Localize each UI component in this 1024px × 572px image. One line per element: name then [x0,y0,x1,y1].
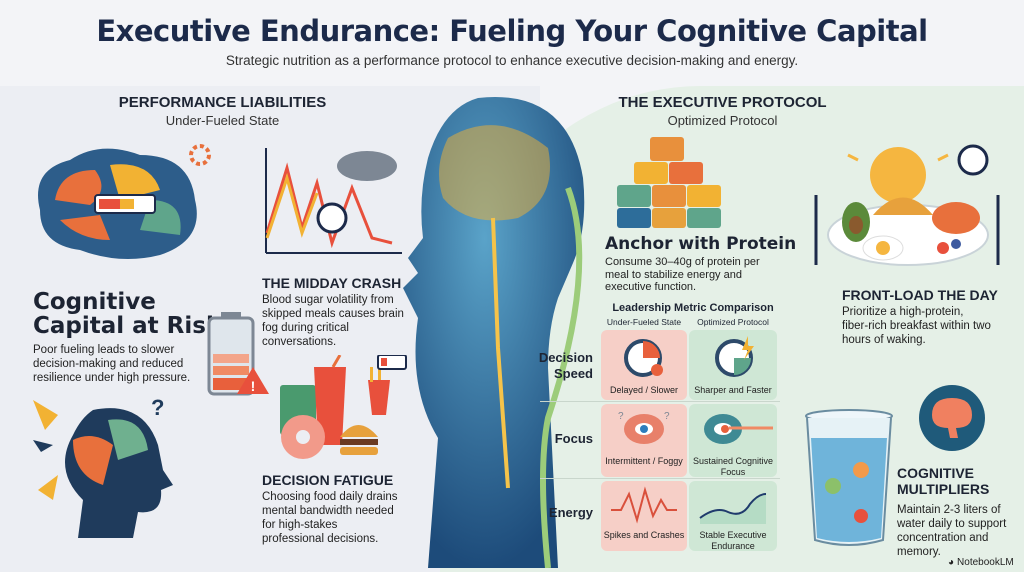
decision-fatigue-title: DECISION FATIGUE [262,472,394,488]
low-battery-warning-icon: ! [207,312,269,396]
comparison-col-under: Under-Fueled State [606,317,682,327]
risk-title-line2: Capital at Risk [33,313,222,339]
brand-label: NotebookLM [957,557,1014,568]
cell-text: Stable Executive Endurance [699,530,767,551]
cell-decision-optimized: Sharper and Faster [689,330,777,400]
page-title: Executive Endurance: Fueling Your Cognit… [96,14,928,48]
brain-circle-icon [919,385,985,451]
fractured-head-icon: ? [33,395,173,538]
left-subheading: Under-Fueled State [165,113,280,128]
comparison-col-optimized: Optimized Protocol [697,317,769,327]
protein-blocks-icon [617,137,721,228]
cell-decision-under: Delayed / Slower [601,330,687,400]
cell-text: Intermittent / Foggy [605,456,683,466]
cell-energy-optimized: Stable Executive Endurance [689,481,777,551]
protein-title: Anchor with Protein [605,234,797,254]
multipliers-body: Maintain 2-3 liters of water daily to su… [897,504,1007,558]
breakfast-plate-icon [814,144,1000,266]
right-heading: THE EXECUTIVE PROTOCOL [618,94,827,111]
front-load-body: Prioritize a high-protein, fiber-rich br… [842,306,991,346]
foggy-brain-icon: ?? [618,411,670,444]
page-subtitle: Strategic nutrition as a performance pro… [225,53,799,68]
cell-text: Sustained Cognitive Focus [692,456,774,477]
spiky-energy-line-icon [611,486,677,524]
row-label-decision-speed: Decision Speed [538,350,593,381]
row-divider [540,478,780,479]
row-label-focus: Focus [554,431,593,446]
svg-text:?: ? [664,411,670,422]
svg-text:?: ? [618,411,624,422]
slow-stopwatch-icon [624,339,663,377]
head-profile-illustration [403,97,585,568]
protein-body: Consume 30–40g of protein per meal to st… [605,256,760,293]
junk-food-icon [280,355,407,459]
row-label-energy: Energy [548,505,593,520]
cell-text: Sharper and Faster [694,385,772,395]
cell-energy-under: Spikes and Crashes [601,481,687,551]
notebooklm-watermark: ◕ NotebookLM [948,557,1014,568]
svg-text:!: ! [251,378,256,394]
row-divider [540,401,780,402]
cell-text: Spikes and Crashes [603,530,685,540]
midday-crash-chart [265,148,402,254]
comparison-title: Leadership Metric Comparison [612,302,774,314]
cell-focus-optimized: Sustained Cognitive Focus [689,404,777,477]
stable-energy-curve-icon [699,493,767,524]
notebooklm-logo-icon: ◕ [948,557,955,568]
decision-fatigue-body: Choosing food daily drains mental bandwi… [262,491,398,545]
cell-text: Delayed / Slower [609,385,679,395]
svg-text:?: ? [151,395,164,420]
midday-crash-title: THE MIDDAY CRASH [262,275,402,291]
overloaded-brain-icon [38,144,211,259]
cell-focus-under: ?? Intermittent / Foggy [601,404,687,477]
water-glass-icon [805,409,893,546]
focused-brain-icon [704,414,773,444]
multipliers-title-line2: MULTIPLIERS [897,481,990,497]
midday-crash-body: Blood sugar volatility from skipped meal… [262,294,404,348]
fast-stopwatch-icon [715,336,754,377]
left-heading: PERFORMANCE LIABILITIES [118,94,327,111]
multipliers-title-line1: COGNITIVE [897,465,975,481]
right-subheading: Optimized Protocol [667,113,778,128]
risk-title-line1: Cognitive [33,289,156,315]
front-load-title: FRONT-LOAD THE DAY [842,287,998,303]
risk-body: Poor fueling leads to slower decision-ma… [33,344,191,384]
